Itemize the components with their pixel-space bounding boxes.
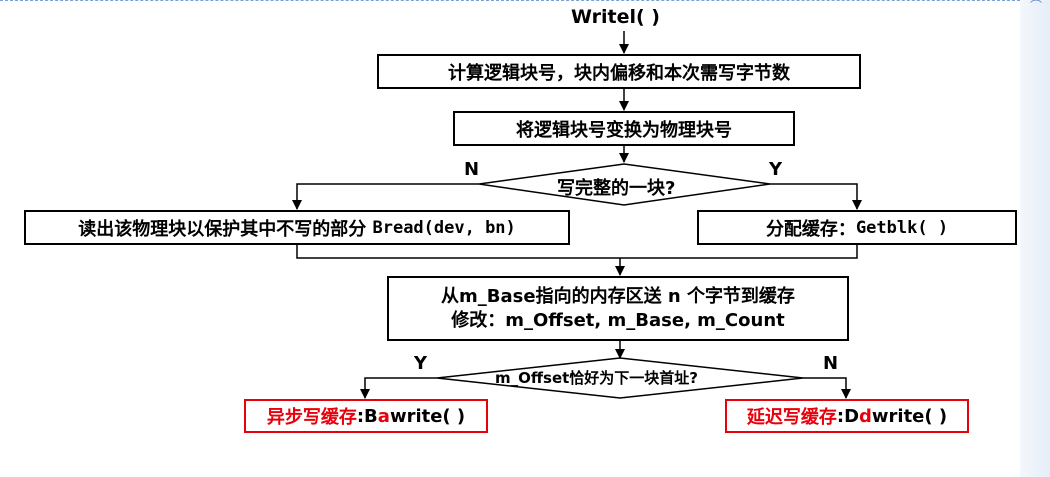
decision-full-block-yes-label: Y [769, 159, 783, 180]
arrow-async-branch [360, 377, 437, 399]
read-block-step: 读出该物理块以保护其中不写的部分 Bread(dev, bn) [24, 210, 570, 245]
compute-block-step: 计算逻辑块号，块内偏移和本次需写字节数 [377, 54, 861, 89]
decision-offset-question: m_Offset恰好为下一块首址? [495, 369, 699, 387]
decision-full-block-diamond [478, 163, 771, 206]
async-write-sep: : [356, 405, 365, 427]
merge-line [296, 245, 858, 259]
async-write-call-rest: write( ) [389, 405, 466, 427]
read-block-text: 读出该物理块以保护其中不写的部分 [78, 218, 367, 240]
flow-title: Writel( ) [571, 6, 660, 28]
corner-curl-icon: ⌒ [1030, 0, 1043, 13]
decision-offset-diamond [436, 357, 804, 399]
arrow-yes-branch [770, 183, 862, 210]
slide-frame-right [1020, 0, 1050, 477]
copy-bytes-step: 从m_Base指向的内存区送 n 个字节到缓存 修改：m_Offset, m_B… [387, 276, 849, 341]
arrow-no-branch [292, 183, 479, 210]
copy-bytes-line2: 修改：m_Offset, m_Base, m_Count [451, 309, 785, 331]
async-write-call-first: B [364, 405, 378, 427]
async-write-label: 异步写缓存 [266, 407, 357, 428]
decision-full-block-question: 写完整的一块? [557, 178, 676, 199]
decision-full-block-no-label: N [464, 159, 480, 180]
allocate-buffer-step: 分配缓存：Getblk( ) [697, 210, 1017, 245]
copy-bytes-line1: 从m_Base指向的内存区送 n 个字节到缓存 [441, 285, 795, 307]
async-write-call-accent: a [377, 405, 390, 427]
slide-frame-top [0, 0, 1030, 1]
convert-block-step: 将逻辑块号变换为物理块号 [453, 111, 795, 146]
delayed-write-call-first: D [844, 405, 860, 427]
arrow-delayed-branch [803, 377, 851, 399]
getblk-call: Getblk( ) [855, 217, 949, 238]
delayed-write-call-rest: write( ) [871, 405, 948, 427]
allocate-buffer-text: 分配缓存： [765, 218, 856, 240]
delayed-write-sep: : [836, 405, 845, 427]
decision-offset-no-label: N [823, 353, 839, 374]
delayed-write-call-accent: d [859, 405, 872, 427]
bread-call: Bread(dev, bn) [372, 217, 516, 238]
decision-offset-yes-label: Y [414, 353, 428, 374]
delayed-write-label: 延迟写缓存 [746, 407, 837, 428]
